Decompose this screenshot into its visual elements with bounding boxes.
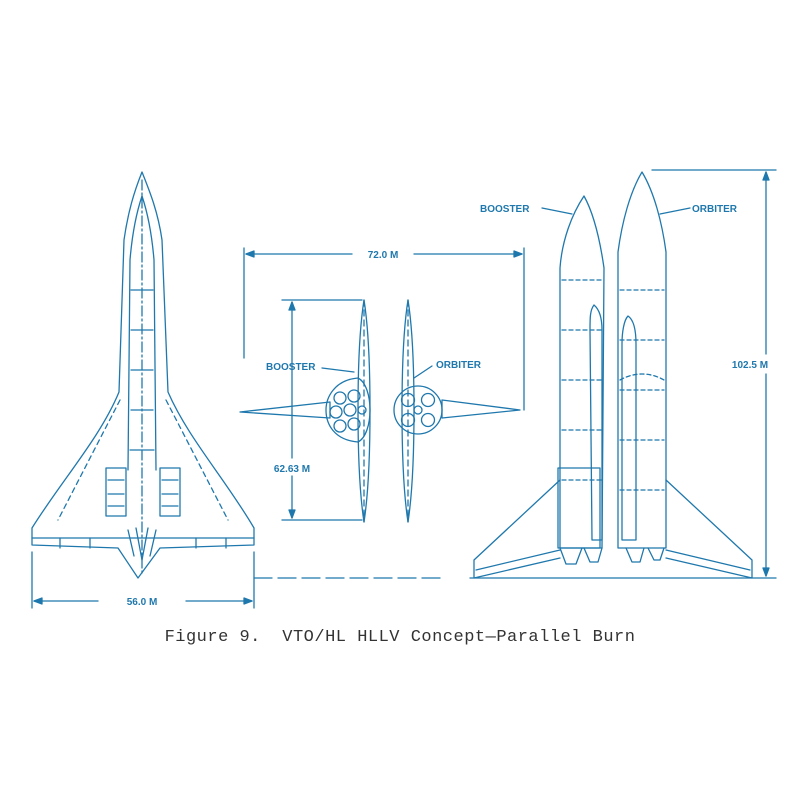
plan-view-vehicle: 56.0 M bbox=[31, 171, 441, 609]
span-dimension-left: 56.0 M bbox=[127, 597, 158, 608]
booster-label-front: BOOSTER bbox=[266, 362, 316, 373]
orbiter-label-front: ORBITER bbox=[436, 360, 482, 371]
span-dimension-top: 72.0 M bbox=[368, 250, 399, 261]
orbiter-label-side: ORBITER bbox=[692, 204, 738, 215]
side-view-vehicles: 102.5 M BOOSTER ORBITER bbox=[469, 169, 777, 579]
height-dimension-right: 102.5 M bbox=[732, 360, 768, 371]
booster-label-side: BOOSTER bbox=[480, 204, 530, 215]
front-view-vehicles: 72.0 M 62.63 M BOOSTER ORBITER bbox=[239, 247, 525, 523]
figure-caption: Figure 9. VTO/HL HLLV Concept—Parallel B… bbox=[164, 628, 636, 647]
height-dimension-top: 62.63 M bbox=[274, 464, 310, 475]
